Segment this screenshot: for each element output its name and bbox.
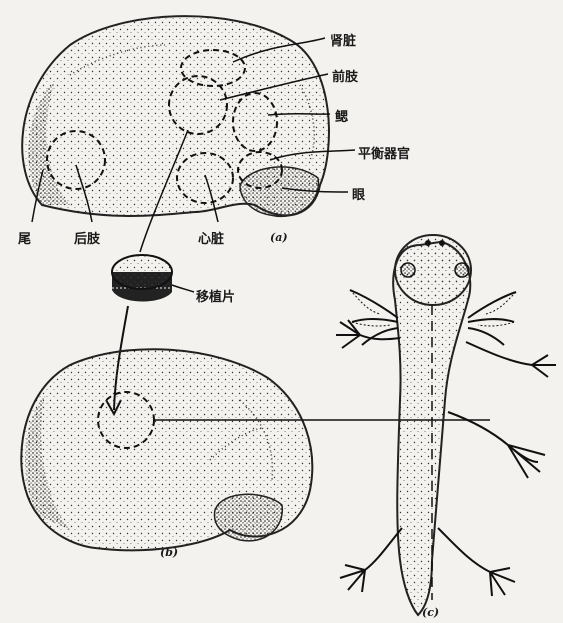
panel-label-a: (a) bbox=[270, 231, 288, 244]
forelimb-left bbox=[336, 320, 400, 348]
label-heart: 心脏 bbox=[198, 228, 224, 247]
hindlimb-left bbox=[340, 528, 402, 592]
forelimb-right bbox=[466, 342, 556, 377]
label-tail: 尾 bbox=[18, 228, 31, 247]
embryo-a bbox=[22, 16, 355, 252]
label-forelimb: 前肢 bbox=[332, 66, 358, 85]
label-balancer: 平衡器官 bbox=[358, 143, 410, 162]
label-kidney: 肾脏 bbox=[330, 30, 356, 49]
larva-eye-right bbox=[455, 263, 469, 277]
larva-c bbox=[336, 235, 556, 615]
panel-label-b: (b) bbox=[160, 546, 178, 559]
label-gill: 鳃 bbox=[335, 106, 348, 125]
hindlimb-right bbox=[438, 528, 515, 596]
grafted-limb bbox=[448, 412, 545, 478]
label-graft: 移植片 bbox=[196, 286, 235, 305]
gill-right bbox=[468, 292, 516, 345]
panel-label-c: (c) bbox=[422, 606, 439, 619]
label-eye: 眼 bbox=[352, 184, 365, 203]
larva-eye-left bbox=[401, 263, 415, 277]
label-hindlimb: 后肢 bbox=[74, 228, 100, 247]
